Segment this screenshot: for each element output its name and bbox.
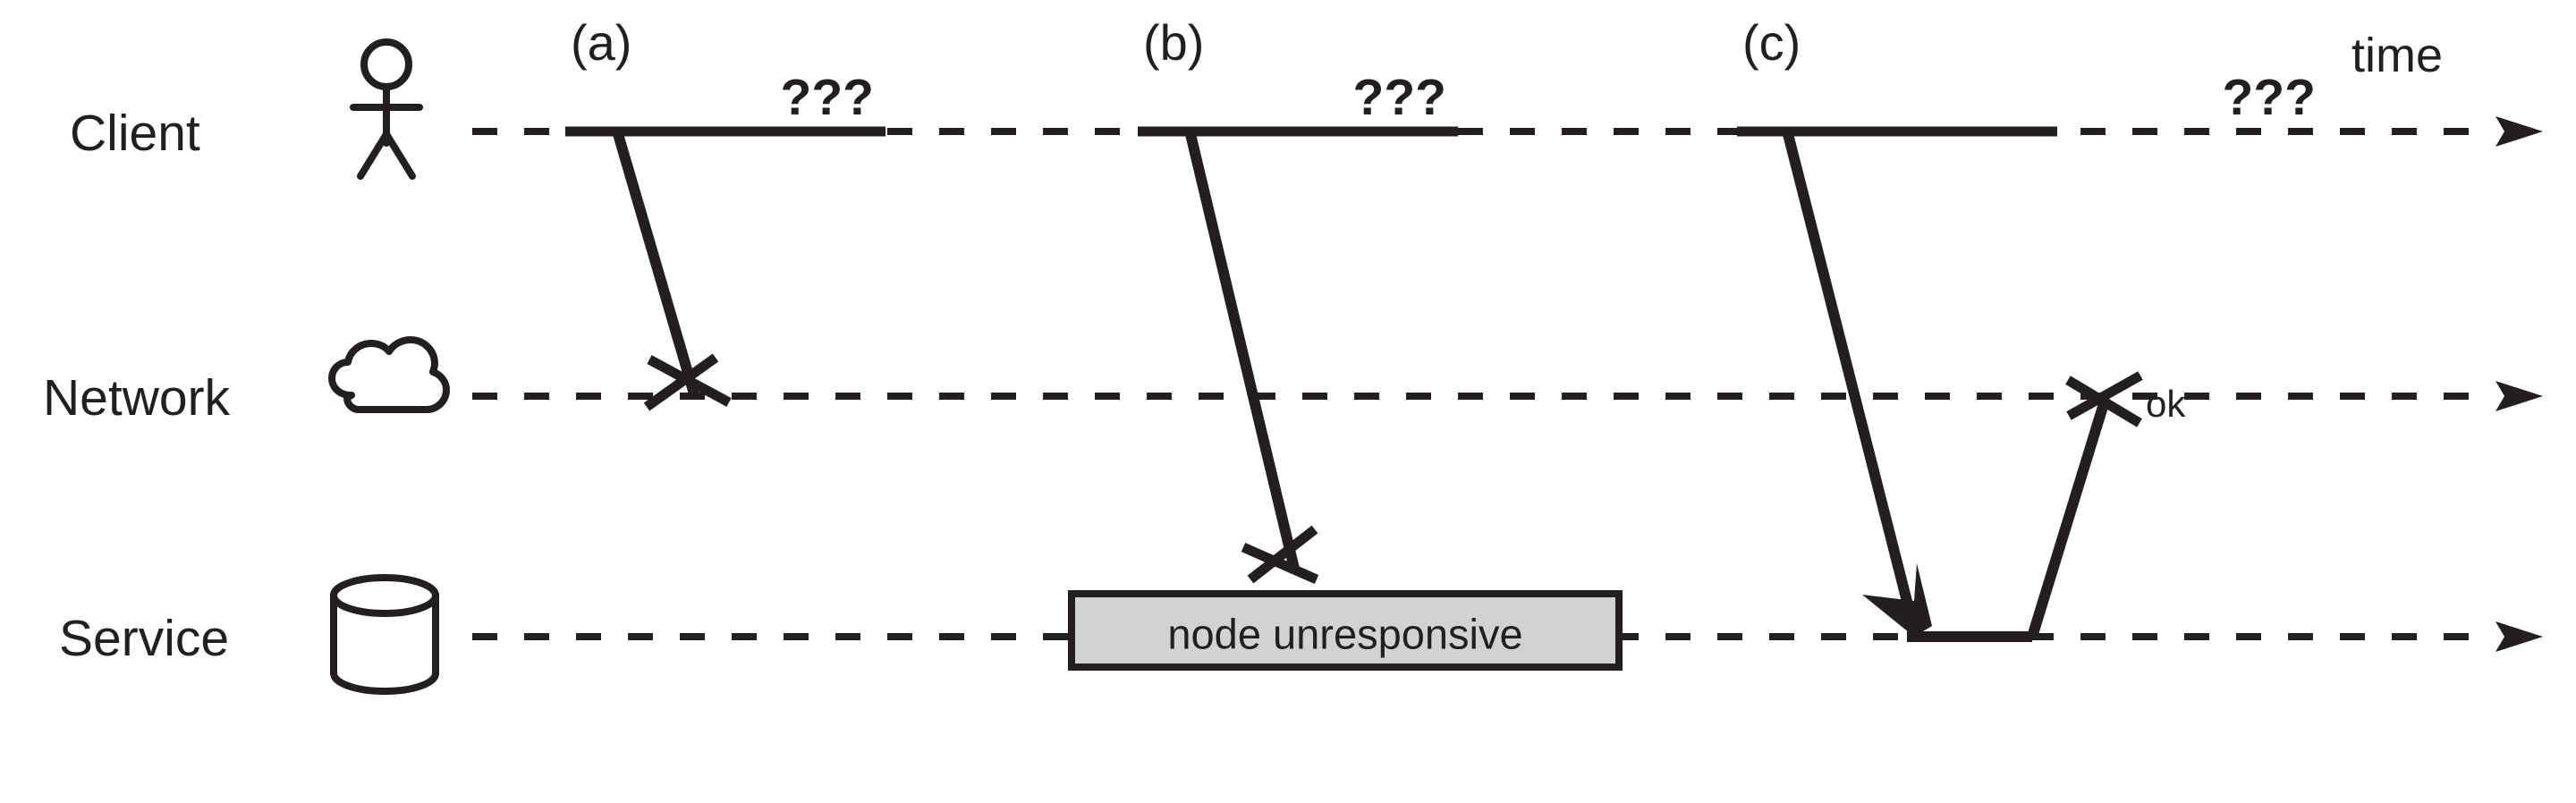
scenario-b: (b) ??? node unresponsive: [1068, 14, 1623, 671]
scenario-a: (a) ???: [565, 14, 886, 411]
note-box-label: node unresponsive: [1167, 610, 1522, 657]
unknown-outcome-b: ???: [1353, 69, 1446, 126]
time-arrowhead-network: [2496, 381, 2543, 411]
scenario-label-a: (a): [571, 14, 631, 71]
scenario-c: (c) ok ???: [1737, 14, 2316, 642]
reply-label-ok: ok: [2146, 383, 2186, 425]
x-mark-icon: [643, 353, 732, 411]
scenario-label-b: (b): [1143, 14, 1204, 71]
request-message-b: [1185, 132, 1301, 574]
database-icon: [330, 574, 439, 695]
lifeline-service: [472, 621, 2543, 652]
stick-figure-icon: [350, 38, 423, 180]
cloud-icon: [328, 336, 450, 413]
reply-message-c: [2027, 396, 2111, 638]
scenario-label-c: (c): [1742, 14, 1801, 71]
lifeline-label-network: Network: [43, 369, 231, 427]
unknown-outcome-a: ???: [781, 69, 874, 126]
lifeline-label-service: Service: [59, 610, 229, 667]
request-message-c: [1783, 132, 1916, 617]
request-arrowhead-c: [1862, 563, 1932, 637]
unknown-outcome-c: ???: [2223, 69, 2316, 126]
x-mark-icon: [2065, 371, 2143, 427]
x-mark-icon: [1241, 525, 1319, 585]
time-arrowhead-service: [2496, 621, 2543, 652]
time-axis-label: time: [2351, 29, 2443, 82]
lifeline-network: [472, 381, 2543, 411]
request-message-a: [613, 132, 700, 399]
lifeline-client: [472, 116, 2543, 147]
lifeline-label-client: Client: [70, 105, 200, 162]
time-arrowhead-client: [2496, 116, 2543, 147]
note-box-node-unresponsive: [1068, 590, 1623, 671]
